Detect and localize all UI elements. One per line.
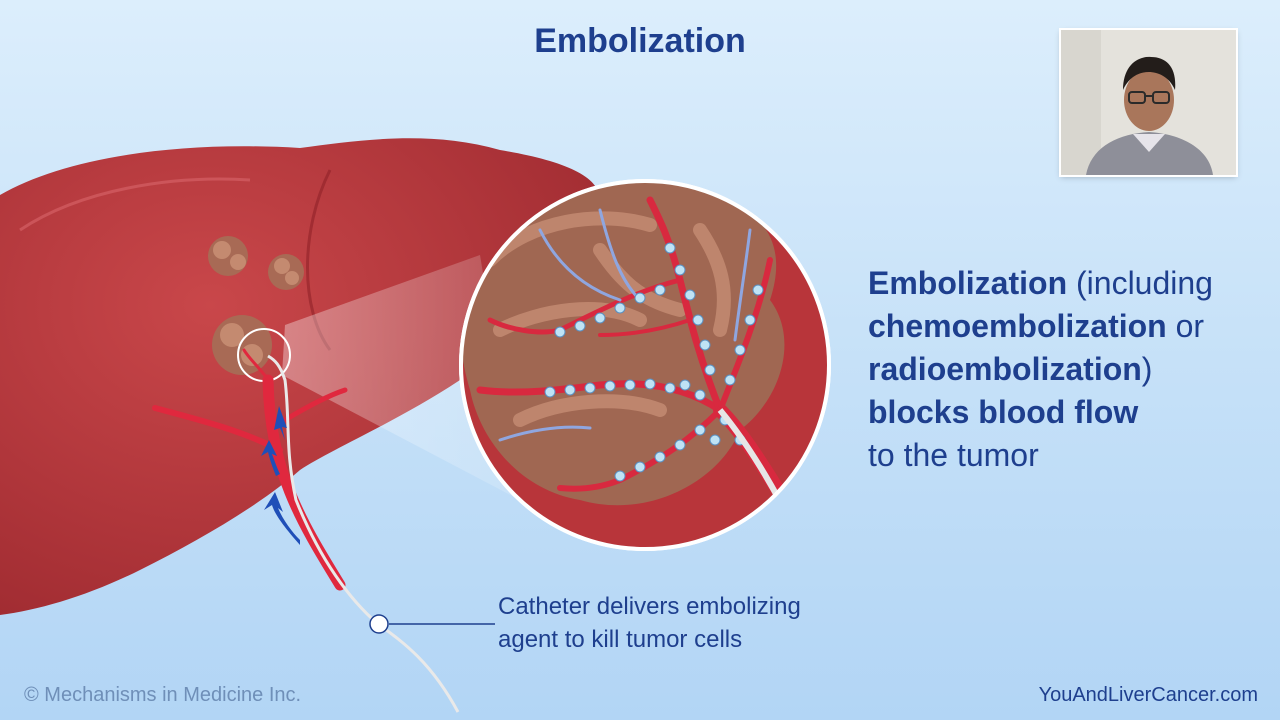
magnified-tumor-view [459,179,831,551]
term-radioembolization: radioembolization [868,351,1142,387]
website-url: YouAndLiverCancer.com [1038,684,1258,706]
presenter-webcam [1061,30,1236,175]
phrase-to-the-tumor: to the tumor [868,437,1039,473]
text-fragment: or [1166,308,1205,344]
phrase-blocks-blood-flow: blocks blood flow [868,394,1139,430]
caption-line: Catheter delivers embolizing [498,593,801,620]
slide-title: Embolization [534,22,746,60]
catheter-marker [369,614,389,634]
presenter-avatar [1061,30,1236,175]
catheter [267,354,460,713]
text-fragment: ) [1141,351,1153,387]
text-fragment: (including [1067,265,1213,301]
term-chemoembolization: chemoembolization [868,308,1167,344]
magnifier-cone [282,255,520,500]
blood-flow-arrows [261,406,300,545]
caption-line: agent to kill tumor cells [498,626,743,653]
liver-tumor [208,236,248,276]
liver-tumor-targeted [212,315,272,375]
copyright-notice: © Mechanisms in Medicine Inc. [24,684,302,706]
main-description: Embolization (including chemoembolizatio… [868,262,1268,477]
catheter-caption: Catheter delivers embolizing agent to ki… [498,590,898,656]
term-embolization: Embolization [868,265,1068,301]
liver-tumor [268,254,304,290]
